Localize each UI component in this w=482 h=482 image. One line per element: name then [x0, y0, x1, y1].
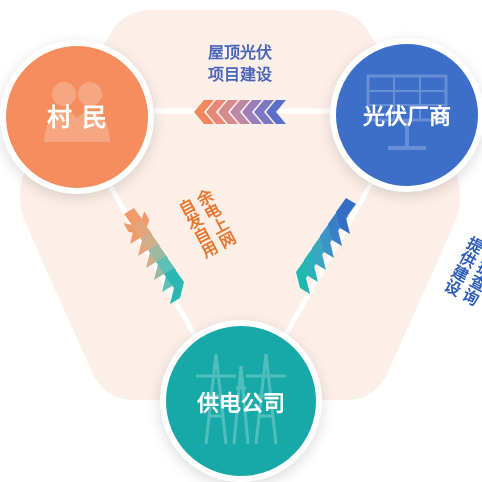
- manufacturer-label: 光伏厂商: [362, 105, 451, 130]
- grid-company-node: 供电公司: [160, 320, 322, 482]
- left-arrow-icon: [123, 208, 184, 304]
- top-edge-line1: 屋顶光伏: [207, 43, 272, 62]
- grid-company-label: 供电公司: [196, 392, 285, 417]
- top-edge-text: 屋顶光伏 项目建设: [180, 42, 300, 86]
- top-edge-line2: 项目建设: [207, 65, 272, 84]
- solar-panel-icon: [366, 74, 448, 150]
- villager-label: 村民: [46, 103, 117, 132]
- right-arrow-icon: [296, 198, 356, 294]
- power-tower-icon: [196, 353, 286, 445]
- villager-node: 村民: [0, 40, 154, 194]
- people-icon: [44, 82, 110, 142]
- top-arrow-icon: [194, 100, 286, 124]
- manufacturer-node: 光伏厂商: [330, 38, 482, 192]
